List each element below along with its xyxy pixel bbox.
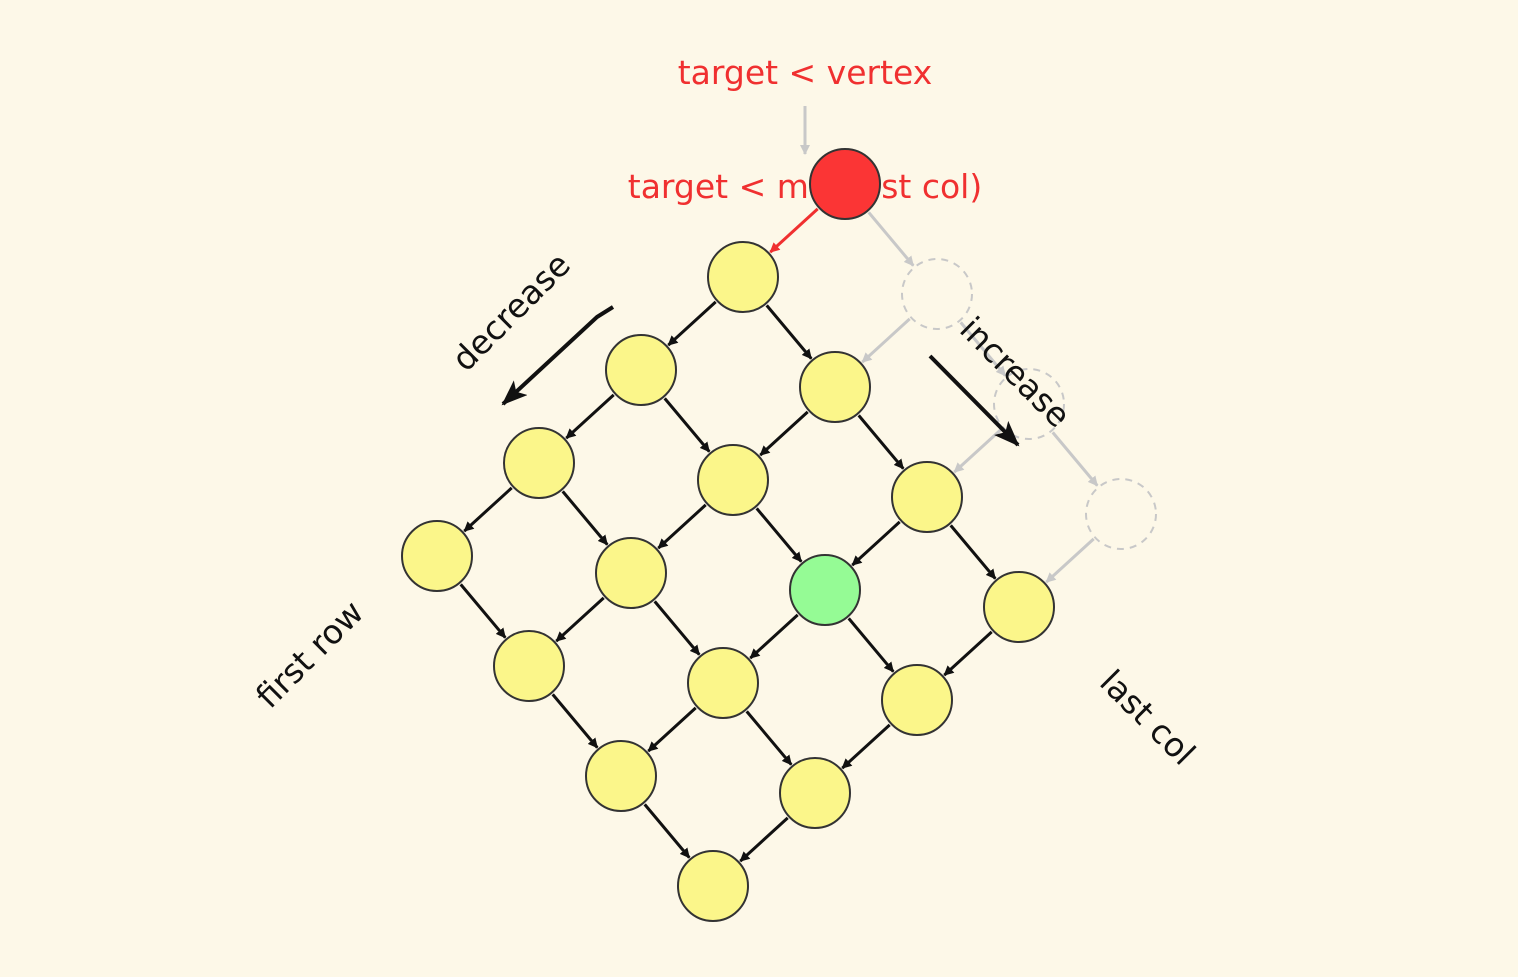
eliminated-node — [901, 258, 973, 330]
matrix-node — [595, 537, 667, 609]
edge-arrow — [643, 803, 691, 859]
edge-arrow — [847, 617, 895, 673]
edge-arrow — [841, 723, 891, 770]
eliminated-node — [993, 368, 1065, 440]
edge-arrow — [555, 596, 605, 643]
condition-top-caption: target < vertex — [678, 53, 933, 92]
edge-arrow — [959, 321, 1007, 377]
matrix-node — [707, 241, 779, 313]
start-vertex-node — [809, 148, 881, 220]
matrix-node — [503, 427, 575, 499]
edge-arrow — [953, 427, 1003, 474]
edges — [459, 207, 1099, 863]
matrix-node — [687, 647, 759, 719]
matrix-node — [779, 757, 851, 829]
matrix-node — [881, 664, 953, 736]
edge-arrow — [765, 304, 813, 360]
edge-arrow — [759, 410, 809, 457]
move-left-arrow — [769, 207, 819, 254]
increase-label: increase — [952, 309, 1078, 435]
edge-arrow — [653, 600, 701, 656]
matrix-node — [401, 520, 473, 592]
matrix-node — [799, 351, 871, 423]
edge-arrow — [565, 393, 615, 440]
edge-arrow — [459, 583, 507, 639]
increase-direction-arrow — [928, 354, 1020, 447]
edge-arrow — [551, 693, 599, 749]
target-node — [789, 554, 861, 626]
edge-arrow — [851, 520, 901, 567]
nodes — [401, 148, 1157, 922]
edge-arrow — [749, 613, 799, 660]
edge-arrow — [647, 706, 697, 753]
edge-arrow — [857, 414, 905, 470]
edge-arrow — [943, 630, 993, 677]
edge-arrow — [755, 507, 803, 563]
last-col-label: last col — [1092, 662, 1203, 773]
matrix-node — [493, 630, 565, 702]
matrix-node — [891, 461, 963, 533]
condition-bottom-caption: target < min(last col) — [628, 167, 982, 206]
edge-arrow — [463, 486, 513, 533]
edge-arrow — [739, 816, 789, 863]
edge-arrow — [745, 710, 793, 766]
edge-arrow — [949, 524, 997, 580]
matrix-node — [697, 444, 769, 516]
edge-arrow — [1051, 431, 1099, 487]
matrix-node — [677, 850, 749, 922]
matrix-node — [983, 571, 1055, 643]
edge-arrow — [1045, 537, 1095, 584]
edge-arrow — [867, 211, 915, 267]
decrease-label: decrease — [444, 245, 578, 379]
matrix-node — [585, 740, 657, 812]
edge-arrow — [657, 503, 707, 550]
edge-arrow — [667, 300, 717, 347]
edge-arrow — [561, 490, 609, 546]
eliminated-node — [1085, 478, 1157, 550]
first-row-label: first row — [248, 593, 371, 716]
decrease-direction-arrow — [501, 305, 615, 406]
edge-arrow — [663, 397, 711, 453]
edge-arrow — [861, 317, 911, 364]
matrix-node — [605, 334, 677, 406]
